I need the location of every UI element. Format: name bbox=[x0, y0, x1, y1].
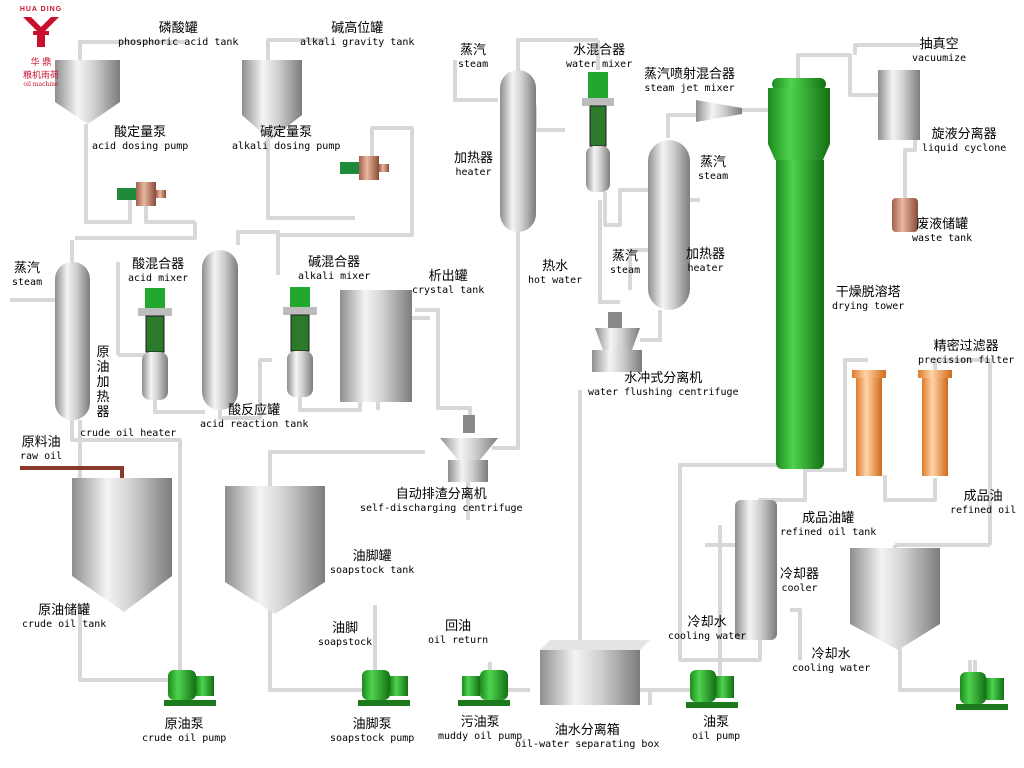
logo-brand: HUA DING bbox=[19, 6, 63, 13]
label-oil-return: 回油 oil return bbox=[428, 619, 489, 646]
cooler bbox=[735, 500, 777, 640]
label-crystal-tank: 析出罐 crystal tank bbox=[412, 269, 485, 296]
acid-dosing-pump bbox=[117, 182, 166, 206]
water-mixer bbox=[582, 72, 614, 192]
label-steam-lower: 蒸汽 steam bbox=[610, 249, 641, 276]
company-logo: HUA DING 华 鼎 粮机雨荷 oil machine bbox=[6, 6, 76, 88]
label-precision-filter: 精密过滤器 precision filter bbox=[918, 339, 1015, 366]
label-heater-right: 加热器 heater bbox=[686, 247, 726, 274]
label-self-discharging-centrifuge: 自动排渣分离机 self-discharging centrifuge bbox=[360, 487, 523, 514]
label-steam-middle: 蒸汽 steam bbox=[458, 43, 489, 70]
label-waste-tank: 废液储罐 waste tank bbox=[912, 217, 973, 244]
crude-oil-pump bbox=[164, 670, 216, 706]
label-alkali-dosing-pump: 碱定量泵 alkali dosing pump bbox=[232, 125, 341, 152]
label-soapstock-tank: 油脚罐 soapstock tank bbox=[330, 549, 415, 576]
label-crude-oil-heater-vertical: 原油加热器 bbox=[96, 345, 110, 420]
label-cooling-water-left: 冷却水 cooling water bbox=[668, 615, 747, 642]
oil-water-separating-box bbox=[540, 640, 650, 705]
crude-oil-tank bbox=[72, 478, 172, 612]
label-acid-dosing-pump: 酸定量泵 acid dosing pump bbox=[92, 125, 189, 152]
alkali-dosing-pump bbox=[340, 156, 389, 180]
label-crude-oil-tank: 原油储罐 crude oil tank bbox=[22, 603, 107, 630]
crystal-tank bbox=[340, 290, 412, 402]
crude-oil-heater bbox=[55, 262, 90, 420]
label-oil-pump: 油泵 oil pump bbox=[692, 715, 741, 742]
precision-filter bbox=[852, 370, 952, 476]
label-oil-water-separating-box: 油水分离箱 oil-water separating box bbox=[515, 723, 660, 750]
label-steam-left: 蒸汽 steam bbox=[12, 261, 43, 288]
label-alkali-mixer: 碱混合器 alkali mixer bbox=[298, 255, 371, 282]
logo-subtitle: oil machine bbox=[23, 81, 59, 88]
refined-oil-tank bbox=[850, 548, 940, 650]
drying-tower bbox=[768, 78, 830, 469]
oil-pump bbox=[686, 670, 738, 708]
logo-zh-small: 华 鼎 bbox=[30, 58, 52, 68]
label-steam-right: 蒸汽 steam bbox=[698, 155, 729, 182]
logo-emblem-icon bbox=[23, 17, 59, 47]
label-crude-oil-pump: 原油泵 crude oil pump bbox=[142, 717, 227, 744]
soapstock-pump bbox=[358, 670, 410, 706]
steam-jet-mixer bbox=[696, 100, 742, 122]
label-acid-mixer: 酸混合器 acid mixer bbox=[128, 257, 189, 284]
label-soapstock: 油脚 soapstock bbox=[318, 621, 373, 648]
label-phosphoric-acid-tank: 磷酸罐 phosphoric acid tank bbox=[118, 21, 239, 48]
waste-tank bbox=[892, 198, 918, 232]
alkali-gravity-tank bbox=[242, 60, 302, 140]
phosphoric-acid-tank bbox=[55, 60, 120, 124]
logo-zh-name: 粮机雨荷 bbox=[22, 71, 59, 81]
acid-mixer bbox=[138, 288, 172, 400]
label-water-mixer: 水混合器 water mixer bbox=[566, 43, 633, 70]
label-steam-jet-mixer: 蒸汽喷射混合器 steam jet mixer bbox=[644, 67, 736, 94]
label-muddy-oil-pump: 污油泵 muddy oil pump bbox=[438, 715, 523, 742]
heater-right bbox=[648, 140, 690, 310]
label-vacuumize: 抽真空 vacuumize bbox=[912, 37, 967, 64]
label-liquid-cyclone: 旋液分离器 liquid cyclone bbox=[922, 127, 1007, 154]
refined-oil-pump bbox=[956, 672, 1008, 710]
soapstock-tank bbox=[225, 486, 325, 614]
label-hot-water: 热水 hot water bbox=[528, 259, 583, 286]
liquid-cyclone bbox=[878, 70, 920, 140]
label-raw-oil: 原料油 raw oil bbox=[20, 435, 63, 462]
label-cooling-water-right: 冷却水 cooling water bbox=[792, 647, 871, 674]
heater-middle bbox=[500, 70, 536, 232]
label-crude-oil-heater-en: crude oil heater bbox=[80, 428, 177, 439]
label-refined-oil: 成品油 refined oil bbox=[950, 489, 1017, 516]
alkali-mixer bbox=[283, 287, 317, 397]
label-alkali-gravity-tank: 碱高位罐 alkali gravity tank bbox=[300, 21, 415, 48]
muddy-oil-pump bbox=[458, 670, 510, 706]
label-cooler: 冷却器 cooler bbox=[780, 567, 820, 594]
label-water-flushing-centrifuge: 水冲式分离机 water flushing centrifuge bbox=[588, 371, 739, 398]
label-soapstock-pump: 油脚泵 soapstock pump bbox=[330, 717, 415, 744]
label-acid-reaction-tank: 酸反应罐 acid reaction tank bbox=[200, 403, 309, 430]
water-flushing-centrifuge bbox=[592, 312, 642, 372]
label-refined-oil-tank: 成品油罐 refined oil tank bbox=[780, 511, 877, 538]
label-heater-middle: 加热器 heater bbox=[454, 151, 494, 178]
raw-oil-pipe bbox=[20, 466, 124, 478]
acid-reaction-tank bbox=[202, 250, 238, 410]
label-drying-tower: 干燥脱溶塔 drying tower bbox=[832, 285, 905, 312]
self-discharging-centrifuge bbox=[440, 415, 498, 482]
